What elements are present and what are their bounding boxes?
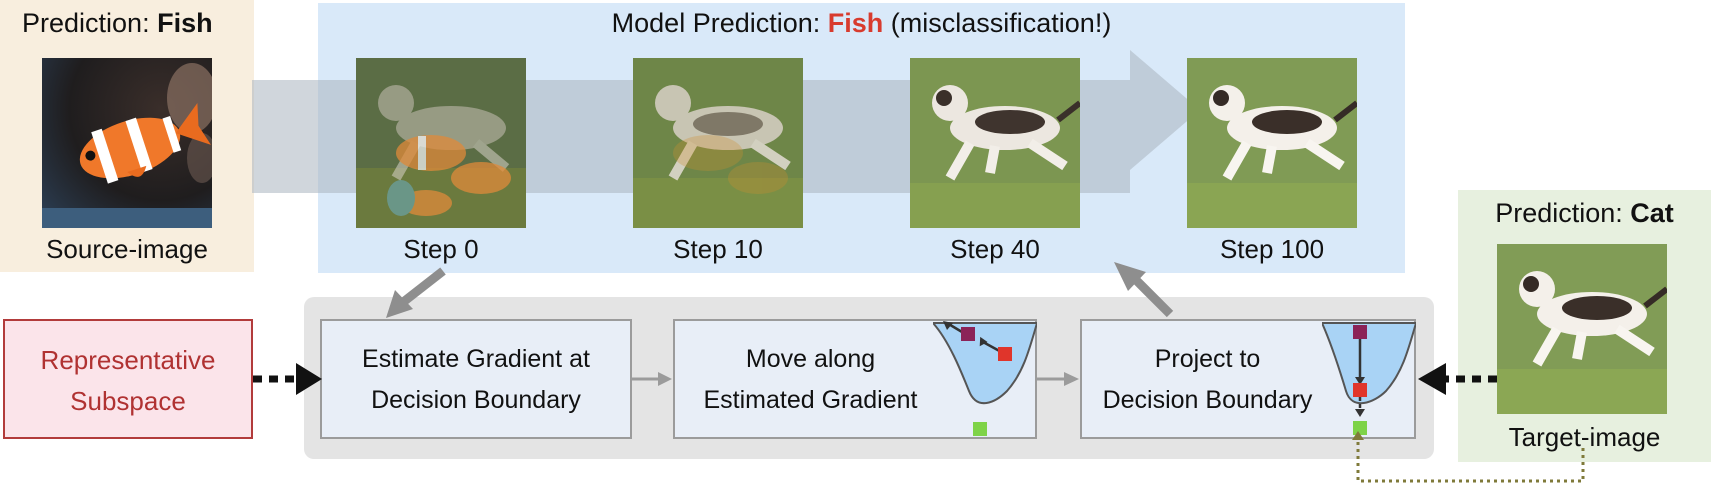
step-40-image: [910, 58, 1080, 228]
step-100-image: [1187, 58, 1357, 228]
target-prediction-prefix: Prediction:: [1495, 198, 1631, 228]
move-line-2: Estimated Gradient: [703, 386, 918, 414]
move-gradient-box: Move along Estimated Gradient: [673, 319, 1037, 439]
source-prediction-prefix: Prediction:: [22, 8, 158, 38]
source-caption: Source-image: [46, 234, 208, 264]
step-40-label: Step 40: [950, 234, 1040, 264]
target-prediction: Prediction: Cat: [1458, 198, 1711, 229]
step-0-image: [356, 58, 526, 228]
project-boundary-illustration: [1322, 322, 1416, 435]
model-prediction-title: Model Prediction: Fish (misclassificatio…: [318, 8, 1405, 39]
project-line-1: Project to: [1154, 345, 1261, 373]
project-line-2: Decision Boundary: [1102, 386, 1313, 414]
target-prediction-label: Cat: [1630, 198, 1674, 228]
project-boundary-box: Project to Decision Boundary: [1080, 319, 1416, 439]
source-prediction-label: Fish: [157, 8, 213, 38]
step-0-label: Step 0: [403, 234, 479, 264]
target-cat-image: [1497, 244, 1667, 414]
step-10-label: Step 10: [673, 234, 763, 264]
move-boundary-illustration: [933, 321, 1037, 436]
estimate-gradient-box: Estimate Gradient at Decision Boundary: [320, 319, 632, 439]
estimate-line-2: Decision Boundary: [371, 386, 581, 414]
model-title-suffix: (misclassification!): [883, 8, 1112, 38]
estimate-line-1: Estimate Gradient at: [362, 345, 590, 373]
subspace-line-2: Subspace: [70, 386, 186, 416]
source-prediction: Prediction: Fish: [22, 8, 213, 39]
project-boundary-text: Project to Decision Boundary: [1090, 339, 1325, 421]
subspace-text: Representative Subspace: [5, 340, 251, 422]
representative-subspace-box: Representative Subspace: [3, 319, 253, 439]
target-caption: Target-image: [1508, 422, 1661, 452]
model-title-prefix: Model Prediction:: [611, 8, 828, 38]
subspace-line-1: Representative: [40, 345, 216, 375]
model-title-label: Fish: [827, 8, 884, 38]
move-line-1: Move along: [745, 345, 876, 373]
source-fish-image: [42, 58, 212, 228]
step-100-label: Step 100: [1219, 234, 1325, 264]
move-gradient-text: Move along Estimated Gradient: [683, 339, 938, 421]
estimate-gradient-text: Estimate Gradient at Decision Boundary: [322, 339, 630, 421]
step-10-image: [633, 58, 803, 228]
